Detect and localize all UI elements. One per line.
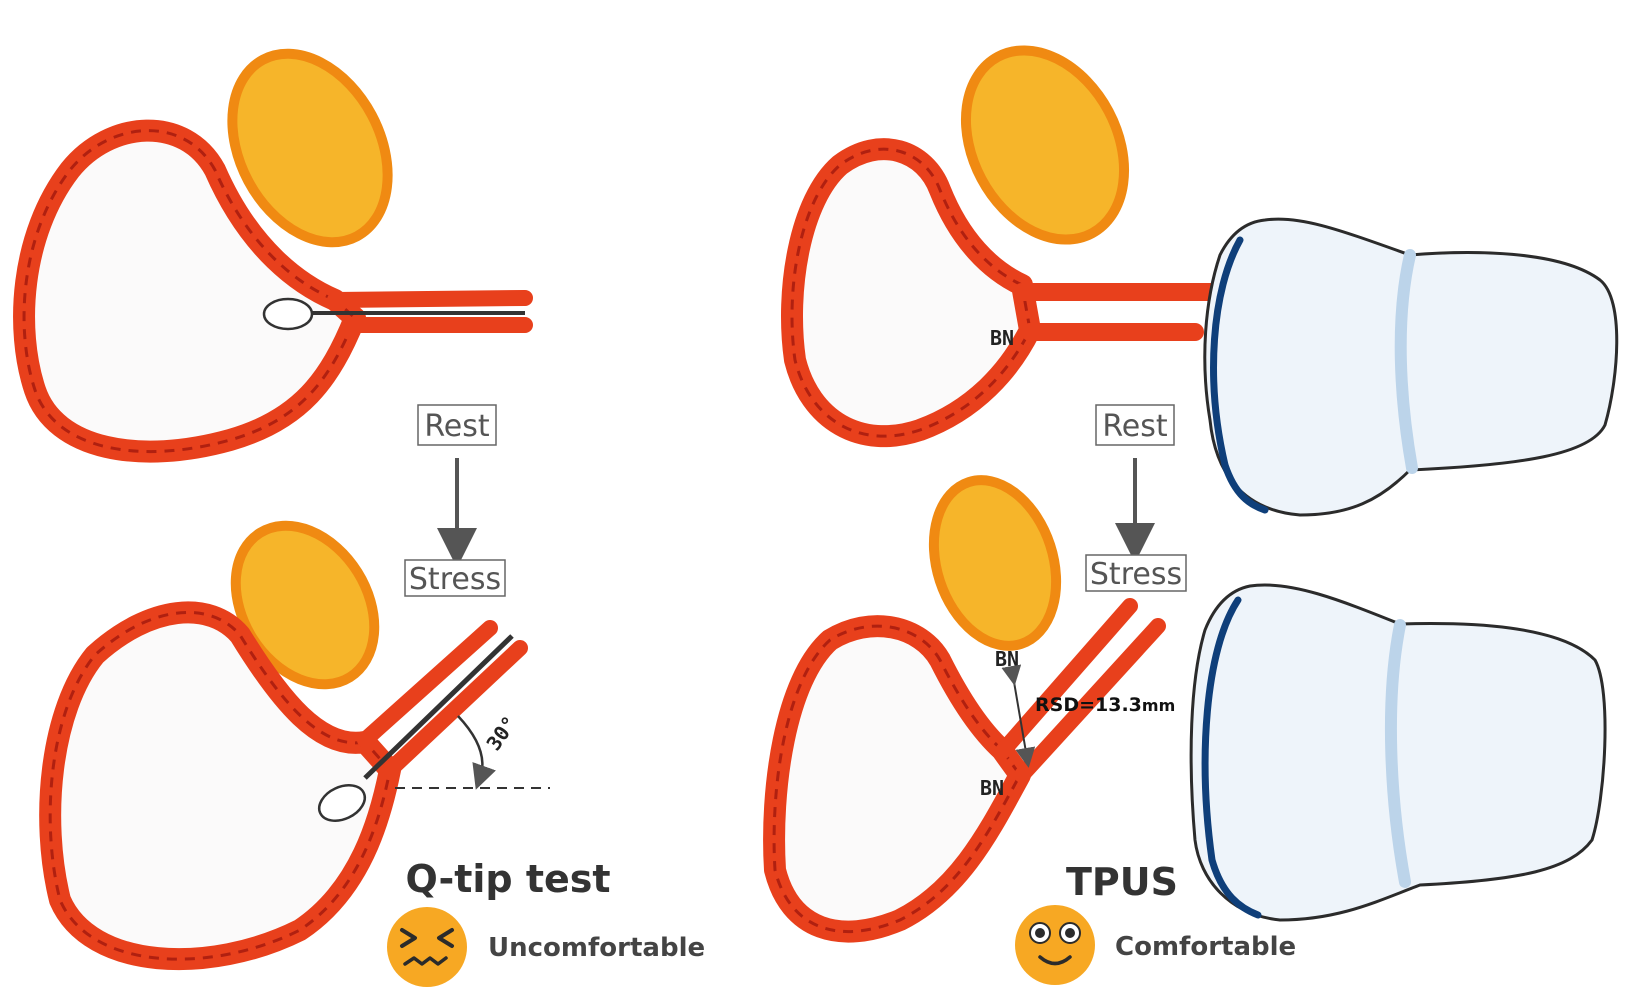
stress-box-right xyxy=(1085,554,1187,592)
probe-body-rest xyxy=(1203,217,1619,517)
rest-label-left: Rest xyxy=(424,409,490,444)
pubic-bone-rest-left xyxy=(227,48,393,248)
bladder-dash-stress-right xyxy=(772,624,1022,934)
urethra-upper-rest-left xyxy=(327,290,533,308)
probe-divider-stress xyxy=(1384,619,1411,888)
probe-body-stress xyxy=(1189,583,1607,922)
rest-box-left xyxy=(417,404,497,446)
pubic-bone-stress-right xyxy=(928,475,1062,651)
angle-label: 30° xyxy=(481,712,521,755)
bn-label-stress-bottom: BN xyxy=(980,776,1004,800)
urethra-upper-stress-left xyxy=(357,620,498,748)
rsd-measure-line xyxy=(1001,664,1036,768)
stress-box-left xyxy=(404,559,506,597)
left-rest-stress-connector: Rest Stress xyxy=(404,404,506,597)
bn-label-stress-top: BN xyxy=(995,647,1019,671)
stress-label-right: Stress xyxy=(1090,557,1182,592)
uncomfortable-label: Uncomfortable xyxy=(488,933,705,963)
urethra-lower-stress-left xyxy=(382,640,528,778)
probe-front-edge-rest xyxy=(1210,236,1269,514)
tpus-probe-rest xyxy=(1203,217,1619,517)
right-rest-stress-connector: Rest Stress xyxy=(1085,404,1187,592)
probe-divider-rest xyxy=(1394,249,1418,474)
rsd-unit: mm xyxy=(1142,696,1175,715)
qtip-title: Q-tip test xyxy=(405,857,610,901)
angle-arc xyxy=(457,715,496,790)
bladder-dash-rest-left xyxy=(22,129,357,454)
rsd-label: RSD=13.3mm xyxy=(1035,694,1175,716)
qtip-rest-diagram xyxy=(13,48,533,463)
tpus-probe-stress xyxy=(1189,583,1607,922)
rsd-value: RSD=13.3 xyxy=(1035,694,1142,716)
bladder-dash-rest-right xyxy=(790,147,1032,438)
rest-label-right: Rest xyxy=(1102,409,1168,444)
tpus-title: TPUS xyxy=(1066,860,1178,904)
stress-label-left: Stress xyxy=(409,562,501,597)
qtip-head-stress xyxy=(317,784,367,822)
comfortable-face-icon xyxy=(1015,905,1095,985)
qtip-stick-stress xyxy=(363,634,514,780)
rest-box-right xyxy=(1095,404,1175,446)
probe-front-edge-stress xyxy=(1201,596,1262,919)
pubic-bone-rest-right xyxy=(960,45,1130,245)
tpus-stress-diagram: BN BN RSD=13.3mm xyxy=(763,475,1175,943)
bladder-dash-stress-left xyxy=(48,610,392,961)
tpus-rest-diagram: BN xyxy=(781,45,1219,448)
urethra-lower-stress-right xyxy=(1014,618,1166,783)
uncomfortable-face-icon xyxy=(387,907,467,987)
qtip-head-rest xyxy=(262,297,314,331)
comfortable-label: Comfortable xyxy=(1115,932,1296,962)
bn-label-rest: BN xyxy=(990,326,1014,350)
qtip-stress-diagram: 30° xyxy=(39,520,550,971)
